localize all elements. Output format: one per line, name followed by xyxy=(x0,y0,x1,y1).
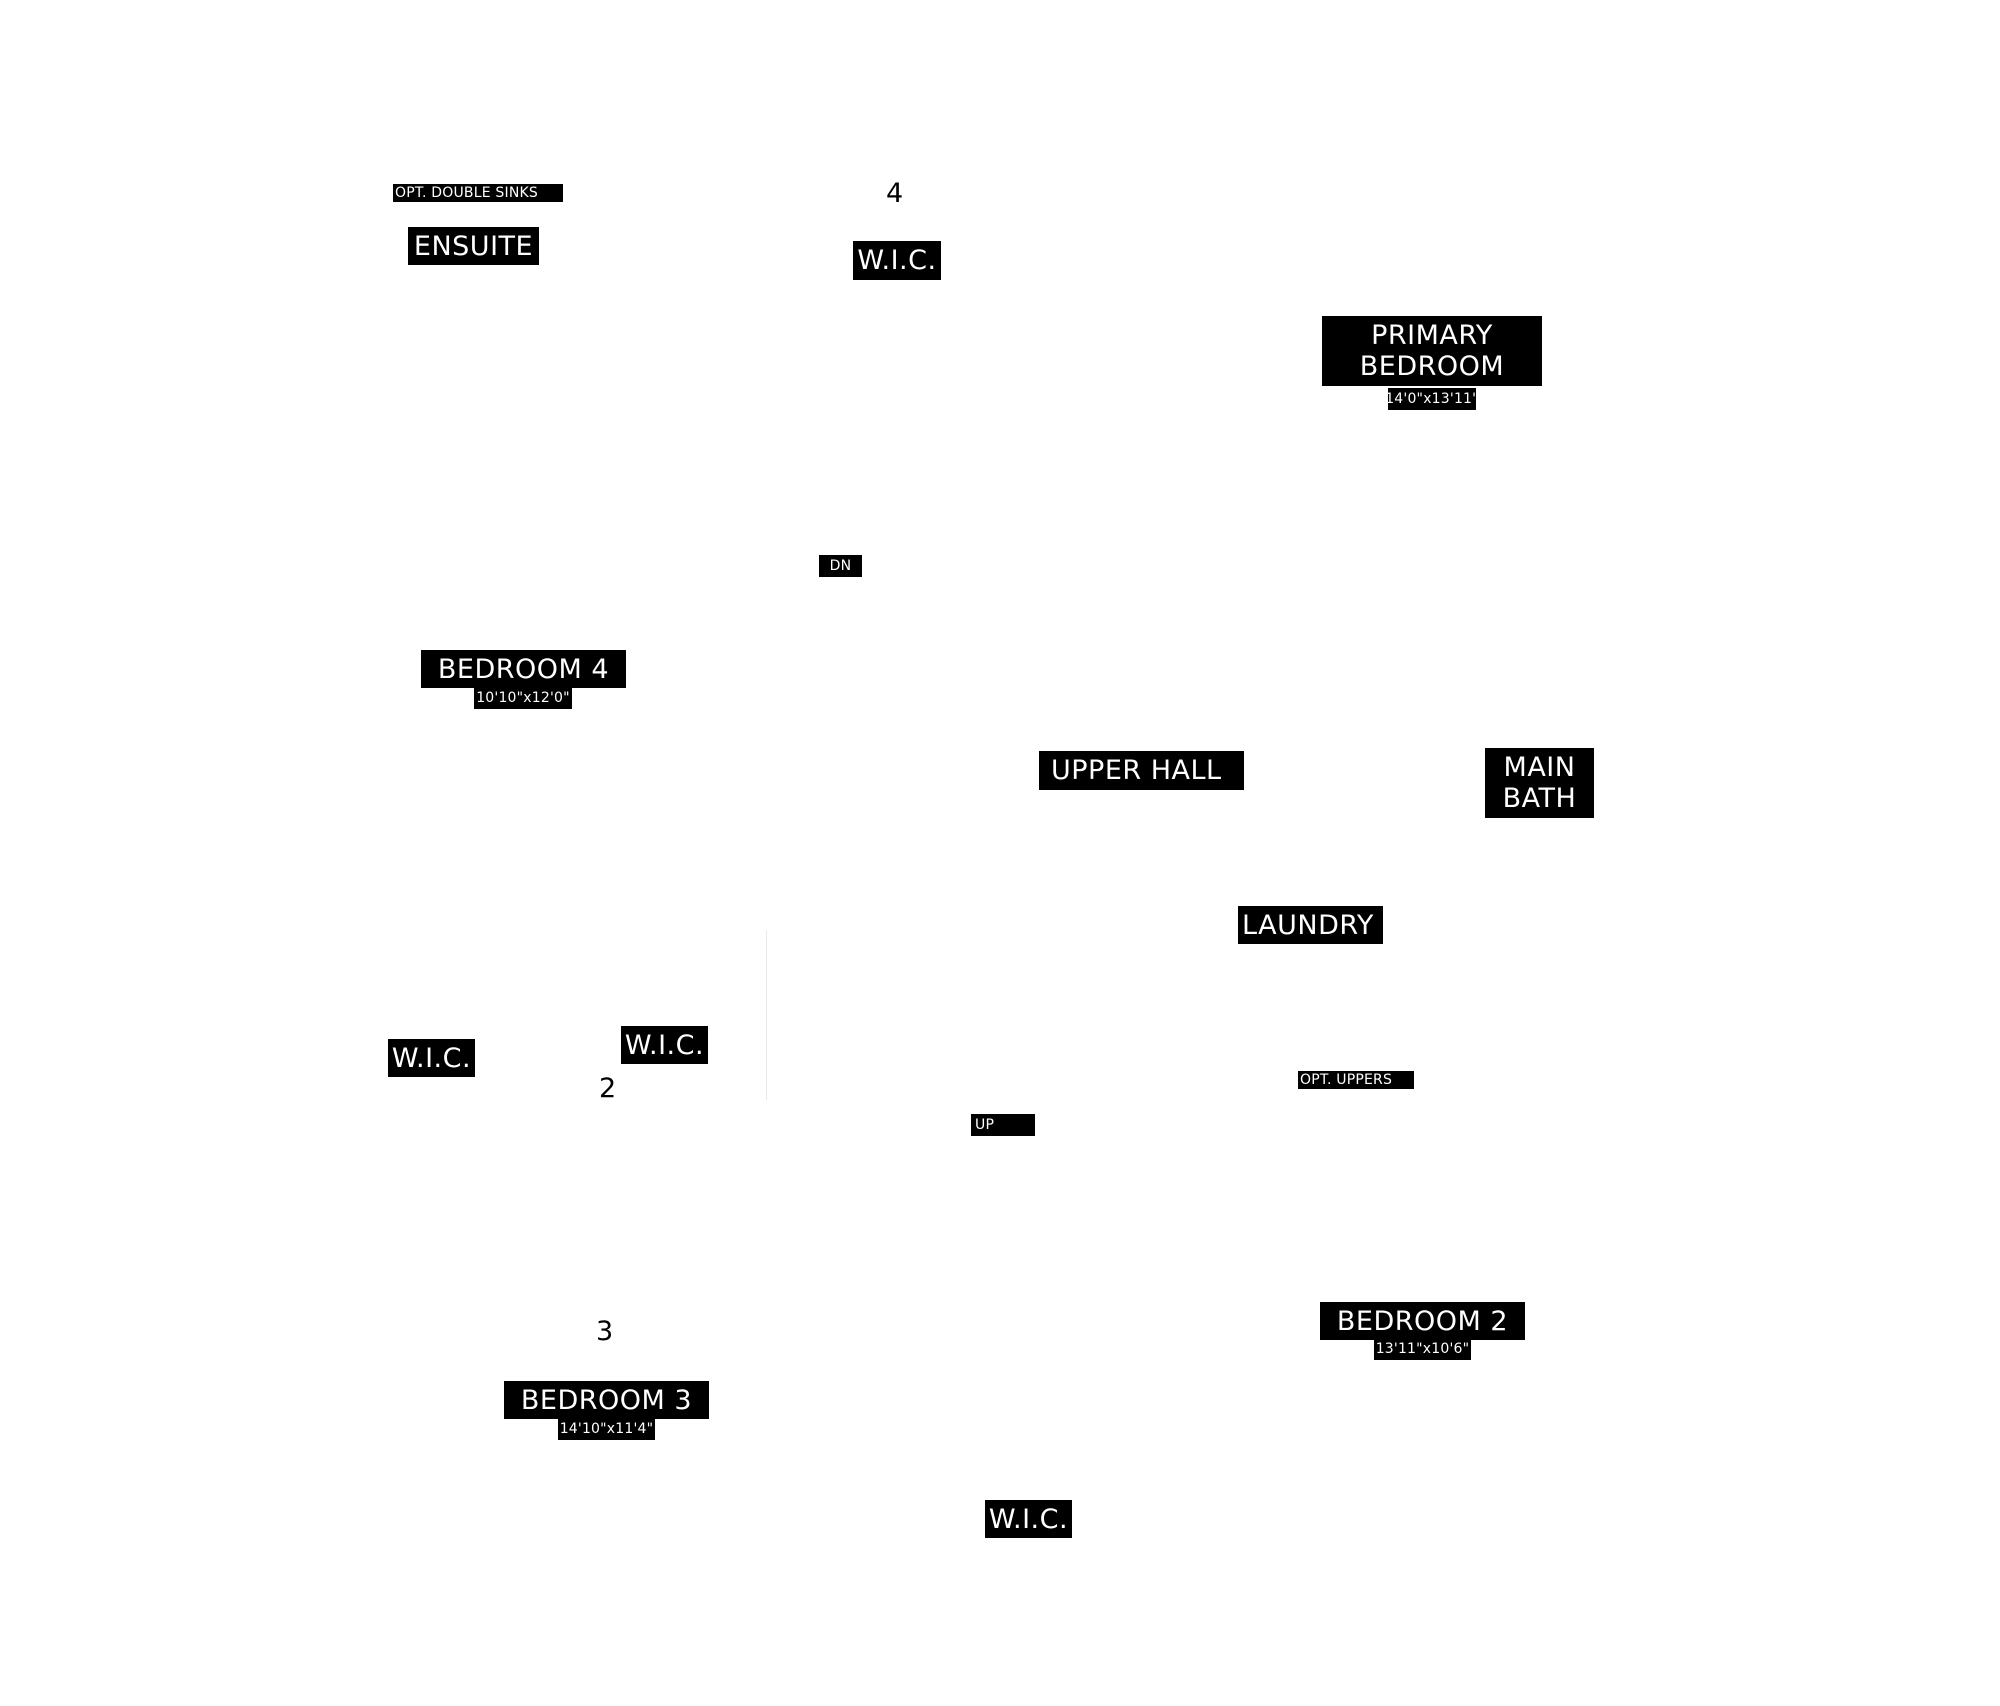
primary-bedroom-label-line2: BEDROOM xyxy=(1359,351,1505,382)
bedroom-3-label: BEDROOM 3 xyxy=(504,1381,709,1419)
wic-top-label: W.I.C. xyxy=(853,241,941,280)
opt-double-sinks-label: OPT. DOUBLE SINKS xyxy=(393,184,563,202)
opt-uppers-label: OPT. UPPERS xyxy=(1298,1071,1414,1089)
main-bath-label-line2: BATH xyxy=(1502,783,1577,814)
ensuite-label: ENSUITE xyxy=(408,227,539,265)
wic-left-label: W.I.C. xyxy=(388,1039,475,1077)
main-bath-label-line1: MAIN xyxy=(1503,751,1576,783)
stairs-down-label: DN xyxy=(819,555,862,577)
bedroom-4-size: 10'10"x12'0" xyxy=(474,687,572,709)
primary-bedroom-label-line1: PRIMARY xyxy=(1371,319,1493,351)
room-number-4: 4 xyxy=(886,178,904,209)
primary-bedroom-label: PRIMARY BEDROOM xyxy=(1322,316,1542,386)
wic-bottom-label: W.I.C. xyxy=(985,1500,1072,1538)
upper-hall-label: UPPER HALL xyxy=(1039,751,1244,790)
bedroom-3-size: 14'10"x11'4" xyxy=(558,1418,655,1440)
bedroom-2-size: 13'11"x10'6" xyxy=(1374,1338,1471,1360)
bedroom-2-label: BEDROOM 2 xyxy=(1320,1302,1525,1340)
interior-wall-line xyxy=(766,930,767,1100)
room-number-2: 2 xyxy=(599,1073,617,1104)
stairs-up-label: UP xyxy=(971,1114,1035,1136)
room-number-3: 3 xyxy=(596,1316,614,1347)
main-bath-label: MAIN BATH xyxy=(1485,748,1594,818)
primary-bedroom-size: 14'0"x13'11" xyxy=(1385,388,1479,410)
wic-mid-label: W.I.C. xyxy=(621,1026,708,1064)
bedroom-4-label: BEDROOM 4 xyxy=(421,650,626,688)
laundry-label: LAUNDRY xyxy=(1238,906,1383,944)
